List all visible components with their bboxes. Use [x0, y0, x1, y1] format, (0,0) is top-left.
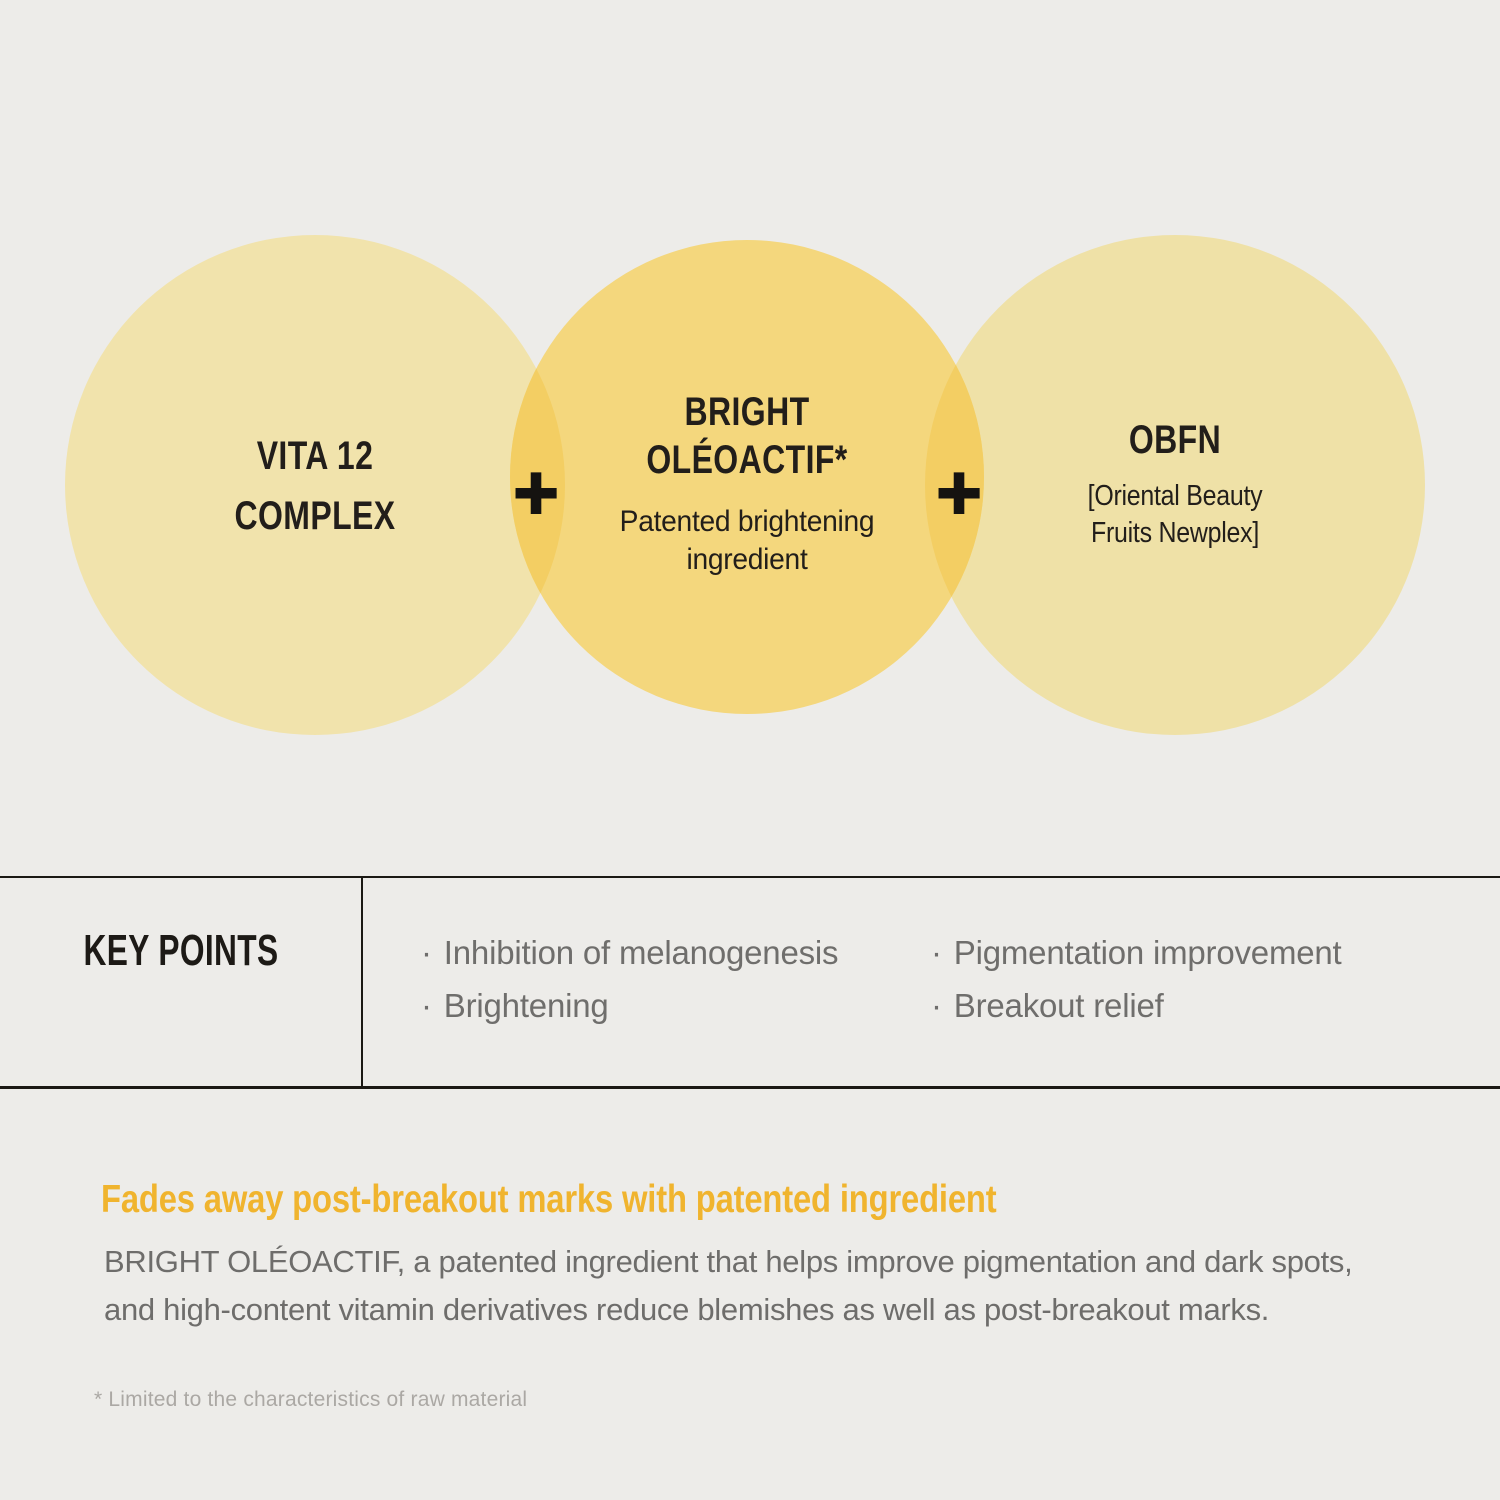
key-points-label: KEY POINTS — [83, 926, 279, 975]
circle-subtitle-line: [Oriental Beauty — [1087, 480, 1263, 512]
circle-title-line: VITA 12 — [256, 434, 374, 478]
key-point-text: Breakout relief — [953, 987, 1164, 1024]
key-points-column-1: · Inhibition of melanogenesis · Brighten… — [421, 926, 839, 1032]
plus-icon: + — [512, 448, 560, 536]
circle-subtitle-line: Patented brightening — [619, 505, 875, 538]
circle-title-line: OBFN — [1128, 418, 1222, 462]
bullet-dot: · — [421, 934, 432, 971]
key-points-divider — [361, 876, 363, 1089]
details-headline: Fades away post-breakout marks with pate… — [101, 1178, 997, 1221]
key-point-text: Pigmentation improvement — [953, 934, 1342, 971]
venn-circle-left — [65, 235, 565, 735]
plus-icon: + — [935, 448, 983, 536]
venn-circle-right — [925, 235, 1425, 735]
footnote: * Limited to the characteristics of raw … — [94, 1388, 528, 1411]
key-point-text: Inhibition of melanogenesis — [443, 934, 839, 971]
circle-title-line: COMPLEX — [234, 494, 396, 538]
circle-subtitle-line: Fruits Newplex] — [1091, 517, 1259, 549]
venn-circle-middle — [510, 240, 984, 714]
key-point-text: Brightening — [443, 987, 609, 1024]
circle-title-line: OLÉOACTIF* — [646, 438, 848, 482]
circle-subtitle-patented: Patented brightening ingredient — [559, 503, 935, 579]
key-point-item: · Inhibition of melanogenesis — [421, 926, 839, 979]
details-body-line: and high-content vitamin derivatives red… — [104, 1292, 1270, 1327]
bullet-dot: · — [421, 987, 432, 1024]
details-body-line: BRIGHT OLÉOACTIF, a patented ingredient … — [104, 1244, 1353, 1279]
circle-subtitle-line: ingredient — [686, 543, 808, 576]
circle-subtitle-obfn: [Oriental Beauty Fruits Newplex] — [1003, 478, 1347, 552]
circle-title-line: BRIGHT — [684, 390, 810, 434]
circle-title-bright-oleoactif: BRIGHT OLÉOACTIF* — [587, 388, 907, 484]
bullet-dot: · — [931, 934, 942, 971]
details-body: BRIGHT OLÉOACTIF, a patented ingredient … — [104, 1238, 1353, 1334]
circle-title-obfn: OBFN — [1015, 416, 1335, 464]
key-point-item: · Brightening — [421, 979, 838, 1032]
key-points-section — [0, 876, 1500, 1089]
bullet-dot: · — [931, 987, 942, 1024]
venn-diagram — [65, 235, 1425, 735]
key-point-item: · Breakout relief — [931, 979, 1342, 1032]
key-point-item: · Pigmentation improvement — [931, 926, 1342, 979]
key-points-column-2: · Pigmentation improvement · Breakout re… — [931, 926, 1342, 1032]
circle-title-vita-12-complex: VITA 12 COMPLEX — [155, 426, 475, 546]
